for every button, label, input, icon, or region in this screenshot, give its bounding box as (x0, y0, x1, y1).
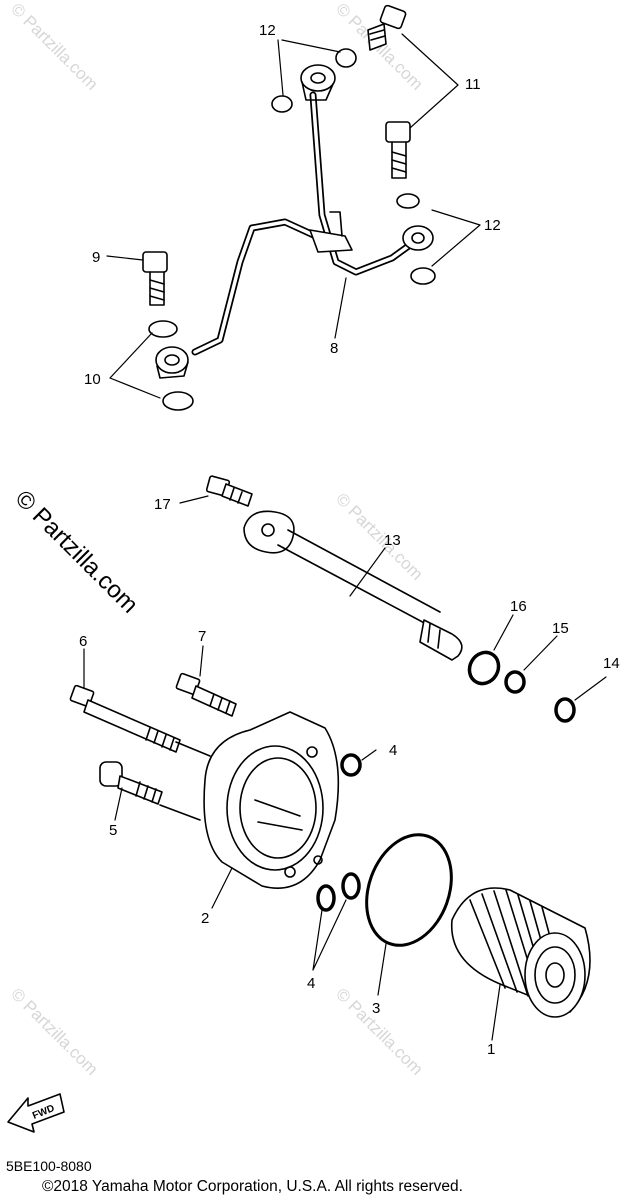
o-ring-14 (554, 697, 576, 723)
callout-3: 3 (372, 1000, 380, 1017)
union-bolt-11-top (367, 4, 407, 51)
callout-15: 15 (552, 620, 569, 637)
watermark-3: © Partzilla.com (332, 489, 426, 583)
washer-12-top-right (335, 48, 357, 68)
watermark-main: © Partzilla.com (10, 485, 143, 618)
watermark-1: © Partzilla.com (7, 0, 101, 94)
callout-11: 11 (465, 76, 481, 93)
copper-washers (148, 48, 436, 411)
o-ring-16 (467, 650, 501, 686)
o-ring-4-top (340, 753, 362, 777)
watermark-4: © Partzilla.com (7, 984, 101, 1078)
callout-14: 14 (603, 655, 620, 672)
part-code: 5BE100-8080 (6, 1158, 92, 1174)
watermark-5: © Partzilla.com (332, 984, 426, 1078)
callout-6: 6 (79, 633, 87, 650)
o-rings-4 (316, 753, 362, 912)
bolt-6 (69, 684, 181, 753)
callout-1: 1 (487, 1041, 495, 1058)
washer-10-bottom (162, 391, 194, 411)
oil-delivery-pipe (155, 64, 434, 379)
callout-4-top: 4 (389, 742, 397, 759)
union-bolt-9 (142, 251, 168, 306)
oil-pipe-13 (243, 510, 463, 661)
callout-12-top: 12 (259, 22, 276, 39)
o-ring-3 (365, 833, 453, 947)
callout-labels: 12 11 12 9 8 10 17 13 16 15 14 6 7 4 5 2… (79, 22, 620, 1058)
union-bolt-11-mid (385, 121, 411, 179)
callout-8: 8 (330, 340, 338, 357)
callout-10: 10 (84, 371, 101, 388)
callout-7: 7 (198, 628, 206, 645)
callout-12-mid: 12 (484, 217, 501, 234)
callout-13: 13 (384, 532, 401, 549)
bolt-7 (175, 672, 237, 717)
leader-lines (83, 33, 607, 1041)
washer-10-top (148, 320, 178, 338)
callout-4-bottom: 4 (307, 975, 315, 992)
oil-filter-element-1 (450, 887, 591, 1018)
washer-12-mid-top (396, 193, 420, 209)
callout-9: 9 (92, 249, 100, 266)
bolt-5 (99, 761, 163, 805)
o-ring-4-bottom-left (316, 884, 336, 912)
callout-16: 16 (510, 598, 527, 615)
oil-filter-cover-2 (159, 711, 340, 889)
o-ring-4-bottom-right (341, 872, 361, 900)
washer-12-top-left (271, 95, 293, 113)
washer-12-mid-bottom (410, 267, 436, 285)
callout-17: 17 (154, 496, 171, 513)
bolt-17 (205, 475, 253, 507)
fwd-arrow-icon: FWD (7, 1093, 65, 1133)
o-ring-15 (504, 670, 526, 694)
callout-5: 5 (109, 822, 117, 839)
callout-2: 2 (201, 910, 209, 927)
copyright-notice: ©2018 Yamaha Motor Corporation, U.S.A. A… (42, 1178, 463, 1195)
o-rings-14-15-16 (467, 650, 576, 723)
